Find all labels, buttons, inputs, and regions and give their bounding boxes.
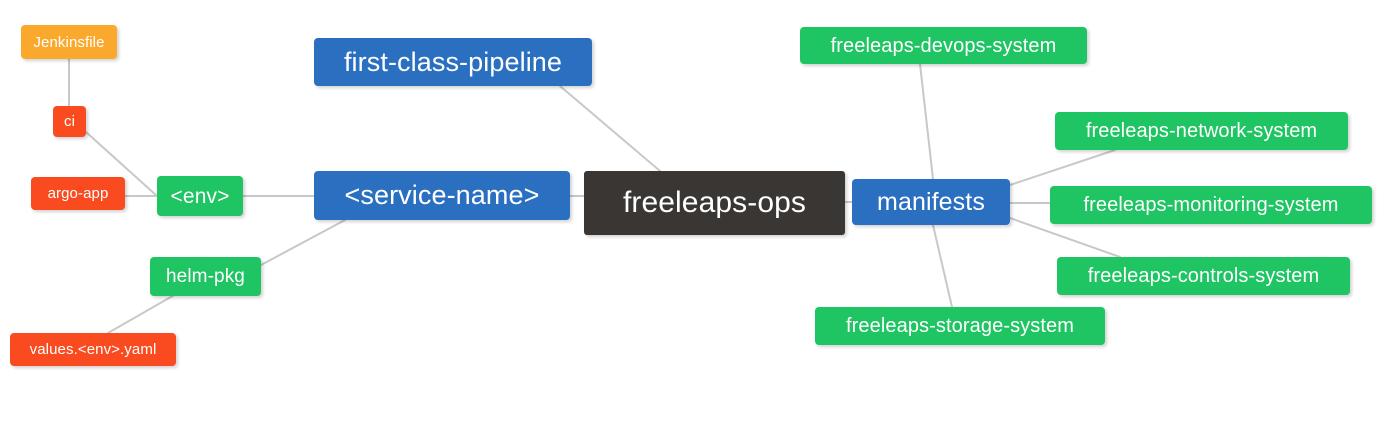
mindmap-node-service-name[interactable]: <service-name>: [314, 171, 570, 220]
mindmap-node-env[interactable]: <env>: [157, 176, 243, 216]
mindmap-node-manifests[interactable]: manifests: [852, 179, 1010, 225]
edge-devops-system-to-manifests: [919, 63, 934, 180]
mindmap-node-devops-system[interactable]: freeleaps-devops-system: [800, 27, 1087, 64]
mindmap-node-first-class-pipeline[interactable]: first-class-pipeline: [314, 38, 592, 86]
mindmap-node-jenkinsfile[interactable]: Jenkinsfile: [21, 25, 117, 59]
mindmap-node-values-yaml[interactable]: values.<env>.yaml: [10, 333, 176, 366]
edge-service-name-to-helm-pkg: [260, 219, 346, 266]
edge-manifests-to-network-system: [1009, 149, 1116, 186]
mindmap-node-network-system[interactable]: freeleaps-network-system: [1055, 112, 1348, 150]
mindmap-node-helm-pkg[interactable]: helm-pkg: [150, 257, 261, 296]
mindmap-node-controls-system[interactable]: freeleaps-controls-system: [1057, 257, 1350, 295]
mindmap-node-argo-app[interactable]: argo-app: [31, 177, 125, 210]
edge-helm-pkg-to-values-yaml: [107, 293, 177, 334]
edge-first-class-pipeline-to-freeleaps-ops: [559, 85, 661, 172]
edge-manifests-to-storage-system: [932, 224, 953, 308]
mindmap-node-storage-system[interactable]: freeleaps-storage-system: [815, 307, 1105, 345]
mindmap-node-freeleaps-ops[interactable]: freeleaps-ops: [584, 171, 845, 235]
mindmap-node-monitoring-system[interactable]: freeleaps-monitoring-system: [1050, 186, 1372, 224]
mindmap-node-ci[interactable]: ci: [53, 106, 86, 137]
